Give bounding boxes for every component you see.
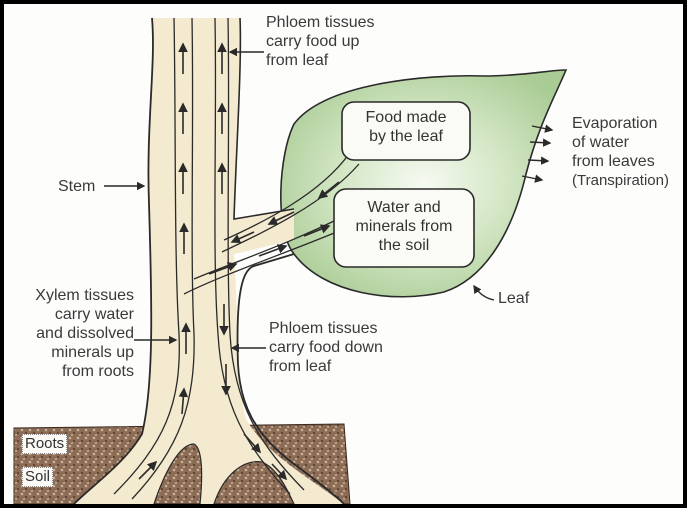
evap-arrow-3: [527, 156, 550, 165]
pointer-leaf: [473, 284, 495, 301]
label-roots: Roots: [22, 434, 68, 454]
label-line: minerals from: [355, 218, 453, 235]
label-line: (Transpiration): [572, 172, 669, 189]
label-line: Phloem tissues: [266, 14, 375, 31]
label-xylem: Xylem tissues carry water and dissolved …: [6, 286, 134, 381]
label-line: the soil: [378, 237, 430, 254]
food-box: [341, 101, 471, 161]
label-line: from leaves: [572, 153, 655, 170]
water-box: [333, 188, 475, 268]
xylem-wall-right: [131, 17, 195, 500]
root-gap-1: [153, 443, 203, 504]
diagram-canvas: Phloem tissues carry food up from leaf E…: [4, 4, 683, 504]
stem-outline-right-bottom: [236, 253, 345, 504]
label-line: Water and: [367, 199, 441, 216]
branch-xylem-lower: [183, 228, 345, 295]
xylem-wall-left: [113, 17, 180, 495]
evap-arrow-4: [521, 174, 544, 183]
label-line: carry food down: [269, 339, 383, 356]
branch-phloem-upper: [223, 153, 350, 241]
label-line: Food made: [365, 109, 447, 126]
label-line: Phloem tissues: [269, 320, 378, 337]
stem-outline-left: [73, 17, 154, 504]
label-phloem-down: Phloem tissues carry food down from leaf: [269, 319, 383, 376]
label-water-box: Water and minerals from the soil: [338, 198, 470, 255]
label-evaporation: Evaporation of water from leaves (Transp…: [572, 114, 669, 190]
label-line: of water: [572, 134, 629, 151]
label-line: carry food up: [266, 33, 360, 50]
plant-diagram-svg: [13, 17, 568, 504]
xylem-arrows: [138, 42, 331, 480]
label-line: minerals up: [51, 344, 134, 361]
label-line: and dissolved: [36, 325, 134, 342]
label-line: from leaf: [269, 358, 332, 375]
evap-arrow-2: [529, 138, 552, 147]
label-soil: Soil: [22, 467, 54, 487]
label-line: by the leaf: [369, 128, 443, 145]
label-line: from roots: [61, 363, 134, 380]
label-line: from leaf: [266, 52, 329, 69]
stem-outline-right-top: [233, 17, 295, 220]
phloem-wall-left: [214, 17, 291, 495]
branch-phloem-lower: [221, 163, 360, 253]
label-leaf: Leaf: [498, 290, 530, 307]
label-line: Xylem tissues: [35, 287, 134, 304]
label-line: carry water: [54, 306, 134, 323]
label-stem: Stem: [58, 178, 96, 195]
phloem-arrows: [217, 42, 340, 481]
phloem-wall-right: [227, 17, 305, 491]
root-gap-2: [213, 461, 295, 504]
stem: [74, 18, 344, 504]
label-phloem-up: Phloem tissues carry food up from leaf: [266, 13, 375, 70]
evap-arrow-1: [531, 124, 554, 133]
label-line: Evaporation: [572, 115, 658, 132]
label-food-box: Food made by the leaf: [346, 108, 466, 146]
